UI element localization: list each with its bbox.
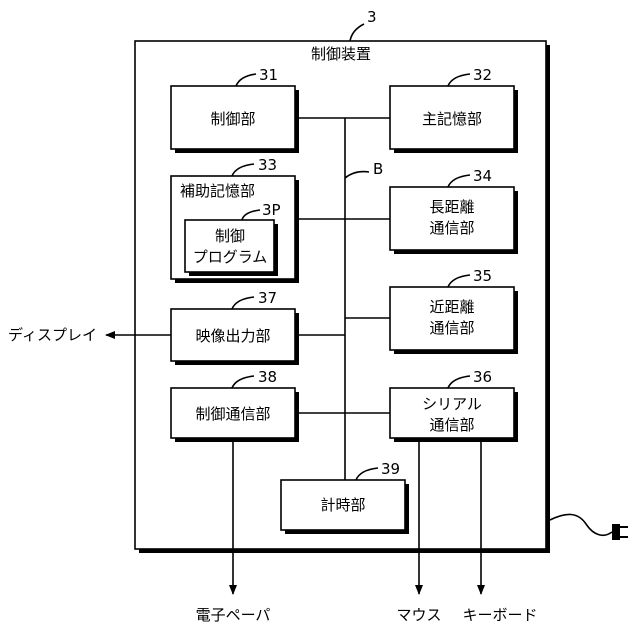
control-unit-label: 制御部: [210, 110, 255, 128]
control-program-ref: 3P: [262, 201, 281, 219]
control-comm-ref: 38: [258, 368, 277, 386]
main-memory-label: 主記憶部: [422, 110, 482, 128]
long-range-comm-label-line1: 長距離: [429, 198, 474, 216]
display-label: ディスプレイ: [8, 326, 97, 344]
control-program-label-line1: 制御: [215, 227, 245, 245]
serial-comm-label-line1: シリアル: [422, 395, 482, 413]
device-ref-leader: [350, 24, 364, 41]
video-output-label: 映像出力部: [195, 327, 270, 345]
short-range-comm-ref: 35: [473, 267, 492, 285]
control-comm-label: 制御通信部: [195, 405, 270, 423]
timer-label: 計時部: [320, 496, 365, 514]
short-range-comm-label-line2: 通信部: [429, 319, 474, 337]
control-program-label-line2: プログラム: [193, 248, 268, 266]
device-title: 制御装置: [311, 45, 371, 63]
bus-ref-label: B: [373, 160, 383, 178]
device-ref-number: 3: [367, 8, 377, 26]
long-range-comm-label-line2: 通信部: [429, 219, 474, 237]
short-range-comm-label-line1: 近距離: [429, 298, 474, 316]
aux-memory-label: 補助記憶部: [180, 182, 255, 200]
control-unit-ref: 31: [259, 66, 278, 84]
aux-memory-ref: 33: [258, 156, 277, 174]
e-paper-label: 電子ペーパ: [196, 606, 271, 624]
keyboard-label: キーボード: [462, 606, 537, 624]
timer-ref: 39: [381, 460, 400, 478]
serial-comm-label-line2: 通信部: [429, 416, 474, 434]
long-range-comm-ref: 34: [473, 167, 492, 185]
mouse-label: マウス: [396, 606, 441, 624]
serial-comm-ref: 36: [473, 368, 492, 386]
power-plug-icon: [550, 514, 628, 540]
main-memory-ref: 32: [473, 66, 492, 84]
video-output-ref: 37: [258, 289, 277, 307]
